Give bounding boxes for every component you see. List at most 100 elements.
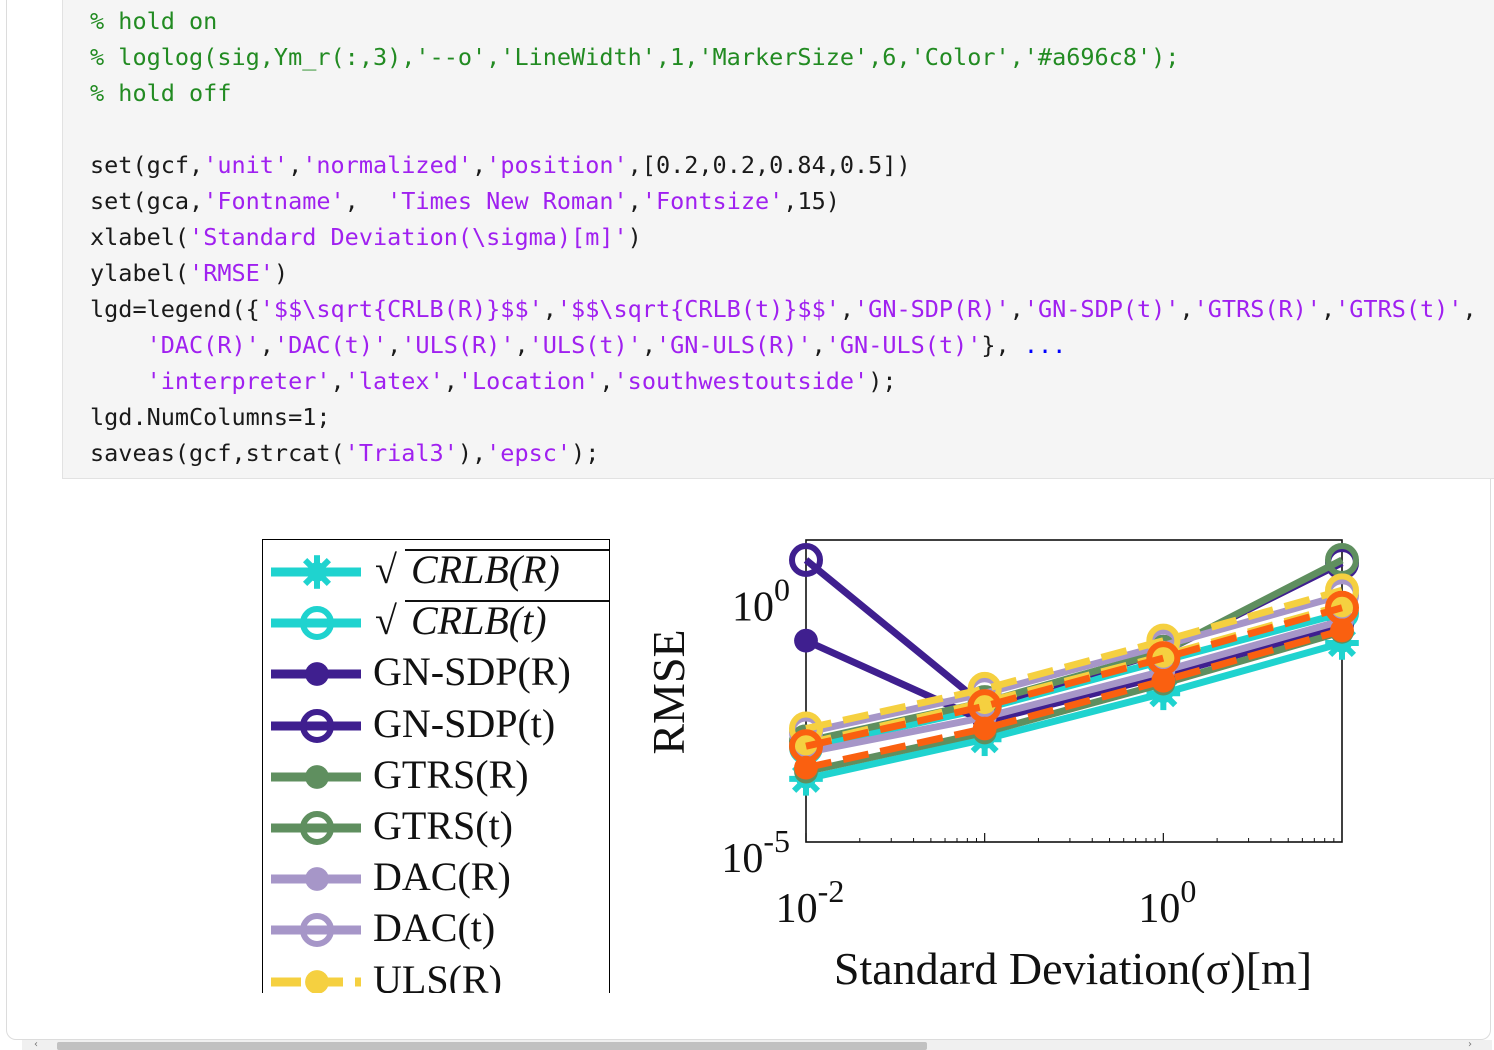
code-line: ylabel('RMSE') — [90, 255, 288, 291]
code-token: % hold on — [90, 7, 218, 35]
code-token: ); — [571, 439, 600, 467]
scroll-right-icon[interactable]: › — [1468, 1039, 1472, 1050]
code-token: ,15) — [783, 187, 840, 215]
legend-line-marker — [271, 867, 361, 892]
code-token: , — [627, 187, 642, 215]
code-line: xlabel('Standard Deviation(\sigma)[m]') — [90, 219, 642, 255]
series-line — [805, 639, 1343, 783]
series-line — [805, 586, 1343, 732]
code-token: , — [330, 367, 345, 395]
legend-label-text: GTRS(t) — [373, 803, 513, 848]
code-token: , — [514, 331, 529, 359]
scroll-left-icon[interactable]: ‹ — [34, 1039, 38, 1050]
legend-line-marker — [271, 606, 361, 641]
code-token: 'ULS(t)' — [528, 331, 642, 359]
code-token: 'GTRS(R)' — [1193, 295, 1321, 323]
legend-label-text: ULS(R) — [373, 956, 502, 993]
tick-exponent: -5 — [763, 823, 790, 859]
scrollbar-thumb[interactable] — [57, 1042, 927, 1050]
legend-marker — [305, 764, 329, 789]
code-token: xlabel( — [90, 223, 190, 251]
sqrt-symbol: √ — [375, 598, 397, 644]
legend-line-marker — [271, 555, 361, 589]
code-line: set(gca,'Fontname', 'Times New Roman','F… — [90, 183, 840, 219]
legend-label: DAC(R) — [373, 855, 511, 899]
data-point — [967, 671, 1002, 706]
code-line: % hold on — [90, 3, 217, 39]
x-tick-label: 10-2 — [776, 873, 845, 932]
y-tick-label: 10-5 — [721, 823, 790, 882]
code-token: '$$\sqrt{CRLB(R)}$$' — [259, 295, 543, 323]
code-token: , — [1462, 295, 1477, 323]
legend-marker — [300, 708, 334, 743]
tick-exponent: 0 — [774, 571, 790, 607]
code-token: , — [288, 151, 303, 179]
series-line — [805, 627, 1343, 772]
code-token: 'GN-ULS(t)' — [825, 331, 982, 359]
code-token: 'DAC(R)' — [146, 331, 260, 359]
data-point — [1325, 573, 1359, 608]
legend-label: GTRS(t) — [373, 804, 513, 848]
code-token: 'RMSE' — [189, 259, 274, 287]
legend-marker — [305, 662, 329, 687]
code-line: lgd=legend({'$$\sqrt{CRLB(R)}$$','$$\sqr… — [90, 291, 1477, 327]
sqrt-bar — [405, 549, 609, 551]
legend-line-marker — [271, 969, 361, 993]
legend-marker — [300, 913, 334, 948]
legend-label-text: CRLB(R) — [411, 547, 560, 592]
code-line: lgd.NumColumns=1; — [90, 399, 331, 435]
code-token: }, — [981, 331, 1024, 359]
code-token: 'southwestoutside' — [613, 367, 869, 395]
plot-axes-box — [805, 539, 1343, 843]
legend-label-text: GTRS(R) — [373, 751, 529, 797]
legend-line-marker — [271, 708, 361, 743]
legend-label: DAC(t) — [373, 906, 495, 950]
legend-label: ULS(R) — [373, 956, 502, 993]
code-token: 'unit' — [203, 151, 289, 179]
legend-marker — [300, 811, 334, 845]
code-line: 'DAC(R)','DAC(t)','ULS(R)','ULS(t)','GN-… — [90, 327, 1067, 363]
tick-base: 10 — [732, 584, 774, 630]
x-axis-label: Standard Deviation(σ)[m] — [834, 943, 1312, 993]
legend-label: √CRLB(R) — [375, 547, 609, 592]
legend-marker — [300, 606, 334, 641]
legend-marker — [305, 969, 329, 993]
code-token: ,[0.2,0.2,0.84,0.5]) — [627, 151, 911, 179]
tick-exponent: 0 — [1180, 873, 1196, 909]
tick-exponent: -2 — [818, 873, 845, 909]
code-token: 'ULS(R)' — [401, 331, 515, 359]
code-token: , — [641, 331, 656, 359]
data-point — [1151, 668, 1176, 693]
legend-label-text: CRLB(t) — [411, 598, 547, 644]
code-token: , — [1179, 295, 1194, 323]
code-token: % hold off — [90, 79, 232, 107]
tick-base: 10 — [721, 836, 763, 882]
code-token: ); — [868, 367, 897, 395]
code-token: , — [1320, 295, 1336, 323]
code-token: 'normalized' — [302, 151, 473, 179]
code-token: , — [259, 331, 274, 359]
code-line: saveas(gcf,strcat('Trial3'),'epsc'); — [90, 435, 599, 471]
code-token: 'position' — [486, 151, 628, 179]
data-point — [1330, 618, 1354, 643]
code-token: , — [839, 295, 855, 323]
data-point — [1325, 590, 1359, 625]
data-point — [1146, 623, 1181, 658]
code-token: % loglog(sig,Ym_r(:,3),'--o','LineWidth'… — [90, 43, 1180, 71]
code-cell[interactable]: % hold on % loglog(sig,Ym_r(:,3),'--o','L… — [62, 0, 1494, 479]
code-line: set(gcf,'unit','normalized','position',[… — [90, 147, 911, 183]
legend-marker — [305, 867, 329, 892]
code-token: ), — [457, 439, 487, 467]
data-point — [967, 689, 1002, 724]
legend-line-marker — [271, 811, 361, 845]
code-line: 'interpreter','latex','Location','southw… — [90, 363, 897, 399]
code-token: 'interpreter' — [146, 367, 331, 395]
tick-base: 10 — [1138, 886, 1180, 932]
code-token: 'Times New Roman' — [387, 187, 628, 215]
series-line — [804, 622, 1343, 725]
legend-label-text: GN-SDP(t) — [373, 700, 556, 746]
data-point — [972, 716, 997, 741]
code-token: set(gca, — [90, 187, 204, 215]
code-token: 'Standard Deviation(\sigma)[m]' — [189, 223, 628, 251]
code-token: , — [811, 331, 826, 359]
